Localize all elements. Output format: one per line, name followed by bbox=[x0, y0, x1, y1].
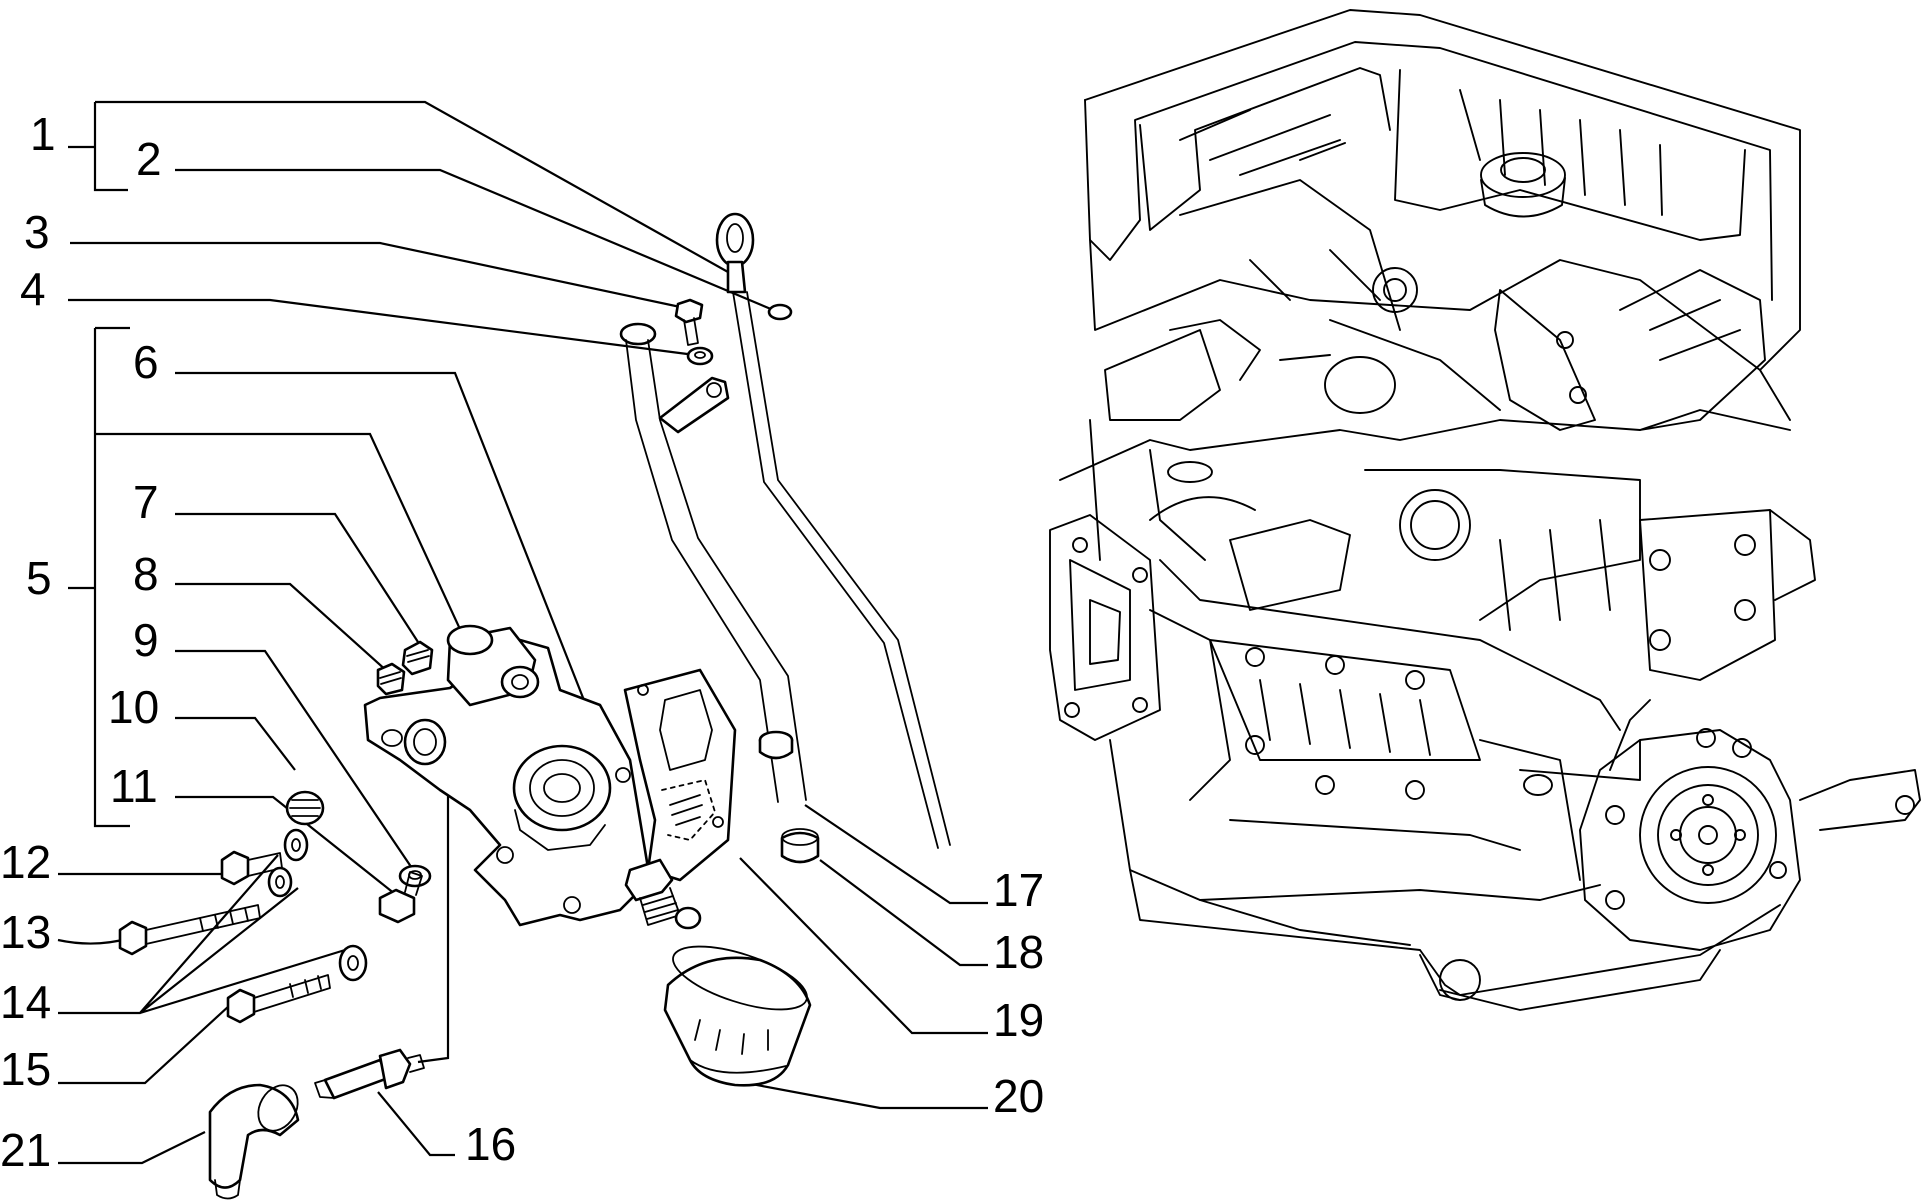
callout-label-9: 9 bbox=[133, 614, 159, 666]
leader-10 bbox=[175, 716, 296, 771]
callout-label-19: 19 bbox=[993, 994, 1044, 1046]
washer-14c bbox=[338, 944, 368, 982]
callout-label-7: 7 bbox=[133, 476, 159, 528]
leader-9 bbox=[175, 649, 421, 881]
housing-filter-seat bbox=[512, 744, 612, 832]
washer-14a bbox=[283, 828, 309, 862]
leader-3 bbox=[70, 241, 686, 310]
engine-boss-round bbox=[1399, 489, 1471, 561]
leader-1 bbox=[128, 100, 729, 273]
leader-18 bbox=[819, 859, 988, 967]
leader-5a bbox=[130, 432, 466, 641]
callout-label-15: 15 bbox=[0, 1043, 51, 1095]
bolt-12 bbox=[220, 850, 283, 886]
leader-11 bbox=[175, 795, 401, 899]
plug-10 bbox=[285, 790, 325, 826]
bracket-1 bbox=[68, 100, 128, 192]
leader-6 bbox=[175, 371, 647, 856]
leader-4 bbox=[68, 298, 696, 357]
plug-8 bbox=[376, 662, 406, 696]
crank-pulley bbox=[1639, 766, 1777, 904]
callout-label-14: 14 bbox=[0, 976, 51, 1028]
oil-filter-cartridge bbox=[663, 945, 812, 1087]
callout-label-1: 1 bbox=[30, 108, 56, 160]
plug-7 bbox=[401, 640, 434, 676]
elbow-21 bbox=[208, 1083, 300, 1200]
washers-14 bbox=[267, 828, 368, 982]
tube-cap bbox=[619, 322, 657, 346]
engine-left-flange bbox=[1049, 514, 1161, 741]
leader-7 bbox=[175, 512, 419, 643]
callout-label-13: 13 bbox=[0, 906, 51, 958]
housing-body bbox=[363, 638, 652, 927]
bolt-15 bbox=[226, 974, 331, 1024]
callout-label-16: 16 bbox=[465, 1118, 516, 1170]
washer-4 bbox=[686, 346, 714, 366]
leader-2 bbox=[175, 168, 779, 314]
callout-label-4: 4 bbox=[20, 263, 46, 315]
leader-lines bbox=[57, 100, 988, 1165]
callout-label-5: 5 bbox=[26, 552, 52, 604]
callout-label-10: 10 bbox=[108, 681, 159, 733]
engine-oil-pan bbox=[1129, 869, 1781, 996]
grommet-18 bbox=[780, 831, 820, 864]
callout-label-12: 12 bbox=[0, 836, 51, 888]
callout-labels: 1 2 3 4 5 6 7 8 9 10 11 12 13 14 15 16 1… bbox=[0, 108, 1044, 1176]
gasket-plate bbox=[623, 668, 737, 882]
tube-bracket bbox=[658, 376, 730, 434]
bolt-3 bbox=[674, 298, 714, 366]
leader-21 bbox=[58, 1131, 206, 1165]
engine-head-outline bbox=[1084, 9, 1801, 371]
callout-label-8: 8 bbox=[133, 548, 159, 600]
dipstick bbox=[715, 212, 951, 849]
bolt-13 bbox=[118, 904, 261, 956]
leader-19 bbox=[739, 857, 988, 1035]
dipstick-tube bbox=[619, 322, 820, 864]
leader-20 bbox=[729, 1078, 988, 1110]
leader-8 bbox=[175, 582, 389, 673]
housing-port-side bbox=[403, 718, 447, 766]
oil-filter-housing bbox=[363, 624, 652, 927]
washer-14b bbox=[267, 866, 293, 898]
callout-label-3: 3 bbox=[24, 206, 50, 258]
callout-label-2: 2 bbox=[136, 133, 162, 185]
callout-label-18: 18 bbox=[993, 926, 1044, 978]
callout-label-6: 6 bbox=[133, 336, 159, 388]
leader-16 bbox=[377, 1091, 455, 1157]
callout-label-20: 20 bbox=[993, 1070, 1044, 1122]
leader-15 bbox=[58, 1004, 231, 1085]
leader-17 bbox=[804, 804, 988, 905]
callout-label-21: 21 bbox=[0, 1124, 51, 1176]
plug-11 bbox=[378, 871, 423, 924]
washer-9 bbox=[398, 864, 432, 888]
dipstick-seal-2 bbox=[767, 303, 793, 321]
oil-filler-cap bbox=[1480, 152, 1566, 198]
engine-timing-cover bbox=[1579, 729, 1801, 951]
engine-mount-bracket bbox=[1639, 509, 1776, 681]
nipple-6 bbox=[624, 858, 702, 930]
group-brackets bbox=[68, 100, 130, 828]
leader-14 bbox=[58, 854, 346, 1015]
bracket-5 bbox=[68, 326, 130, 828]
dipstick-ring bbox=[715, 212, 755, 268]
sensor-16 bbox=[314, 1048, 425, 1100]
callout-label-11: 11 bbox=[110, 760, 158, 812]
engine-block-illustration bbox=[1049, 9, 1921, 1011]
callout-label-17: 17 bbox=[993, 864, 1044, 916]
